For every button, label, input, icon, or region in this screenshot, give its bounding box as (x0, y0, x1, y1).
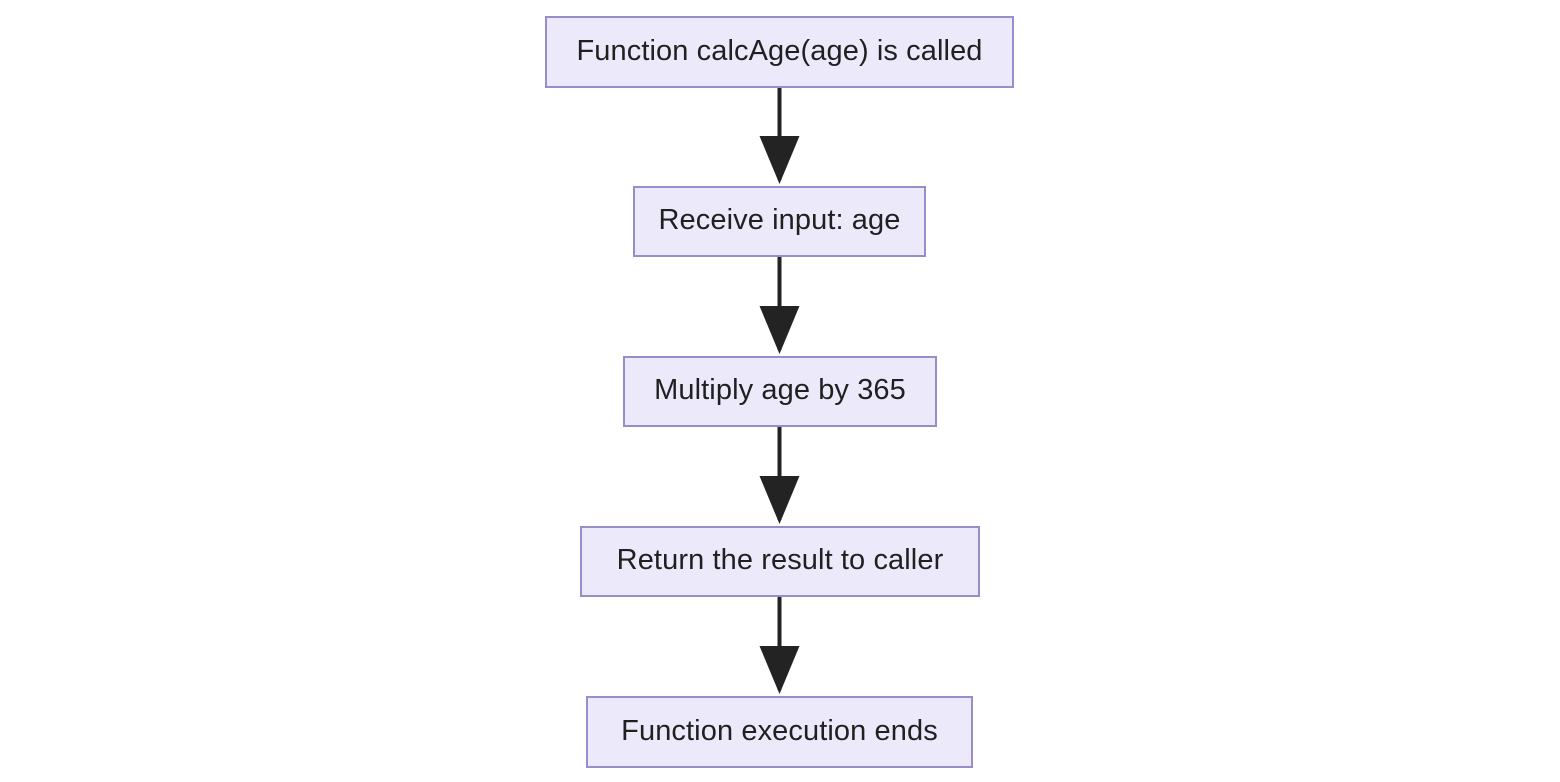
flowchart-node-start[interactable]: Function calcAge(age) is called (545, 16, 1014, 88)
node-label: Receive input: age (658, 204, 901, 236)
flowchart-node-input[interactable]: Receive input: age (633, 186, 926, 257)
flowchart-node-end[interactable]: Function execution ends (586, 696, 973, 768)
node-label: Multiply age by 365 (654, 374, 906, 406)
flowchart-node-calc[interactable]: Multiply age by 365 (623, 356, 937, 427)
node-label: Function execution ends (621, 714, 938, 747)
node-label: Return the result to caller (616, 544, 944, 576)
flowchart-node-return[interactable]: Return the result to caller (580, 526, 980, 597)
node-label: Function calcAge(age) is called (576, 34, 983, 67)
